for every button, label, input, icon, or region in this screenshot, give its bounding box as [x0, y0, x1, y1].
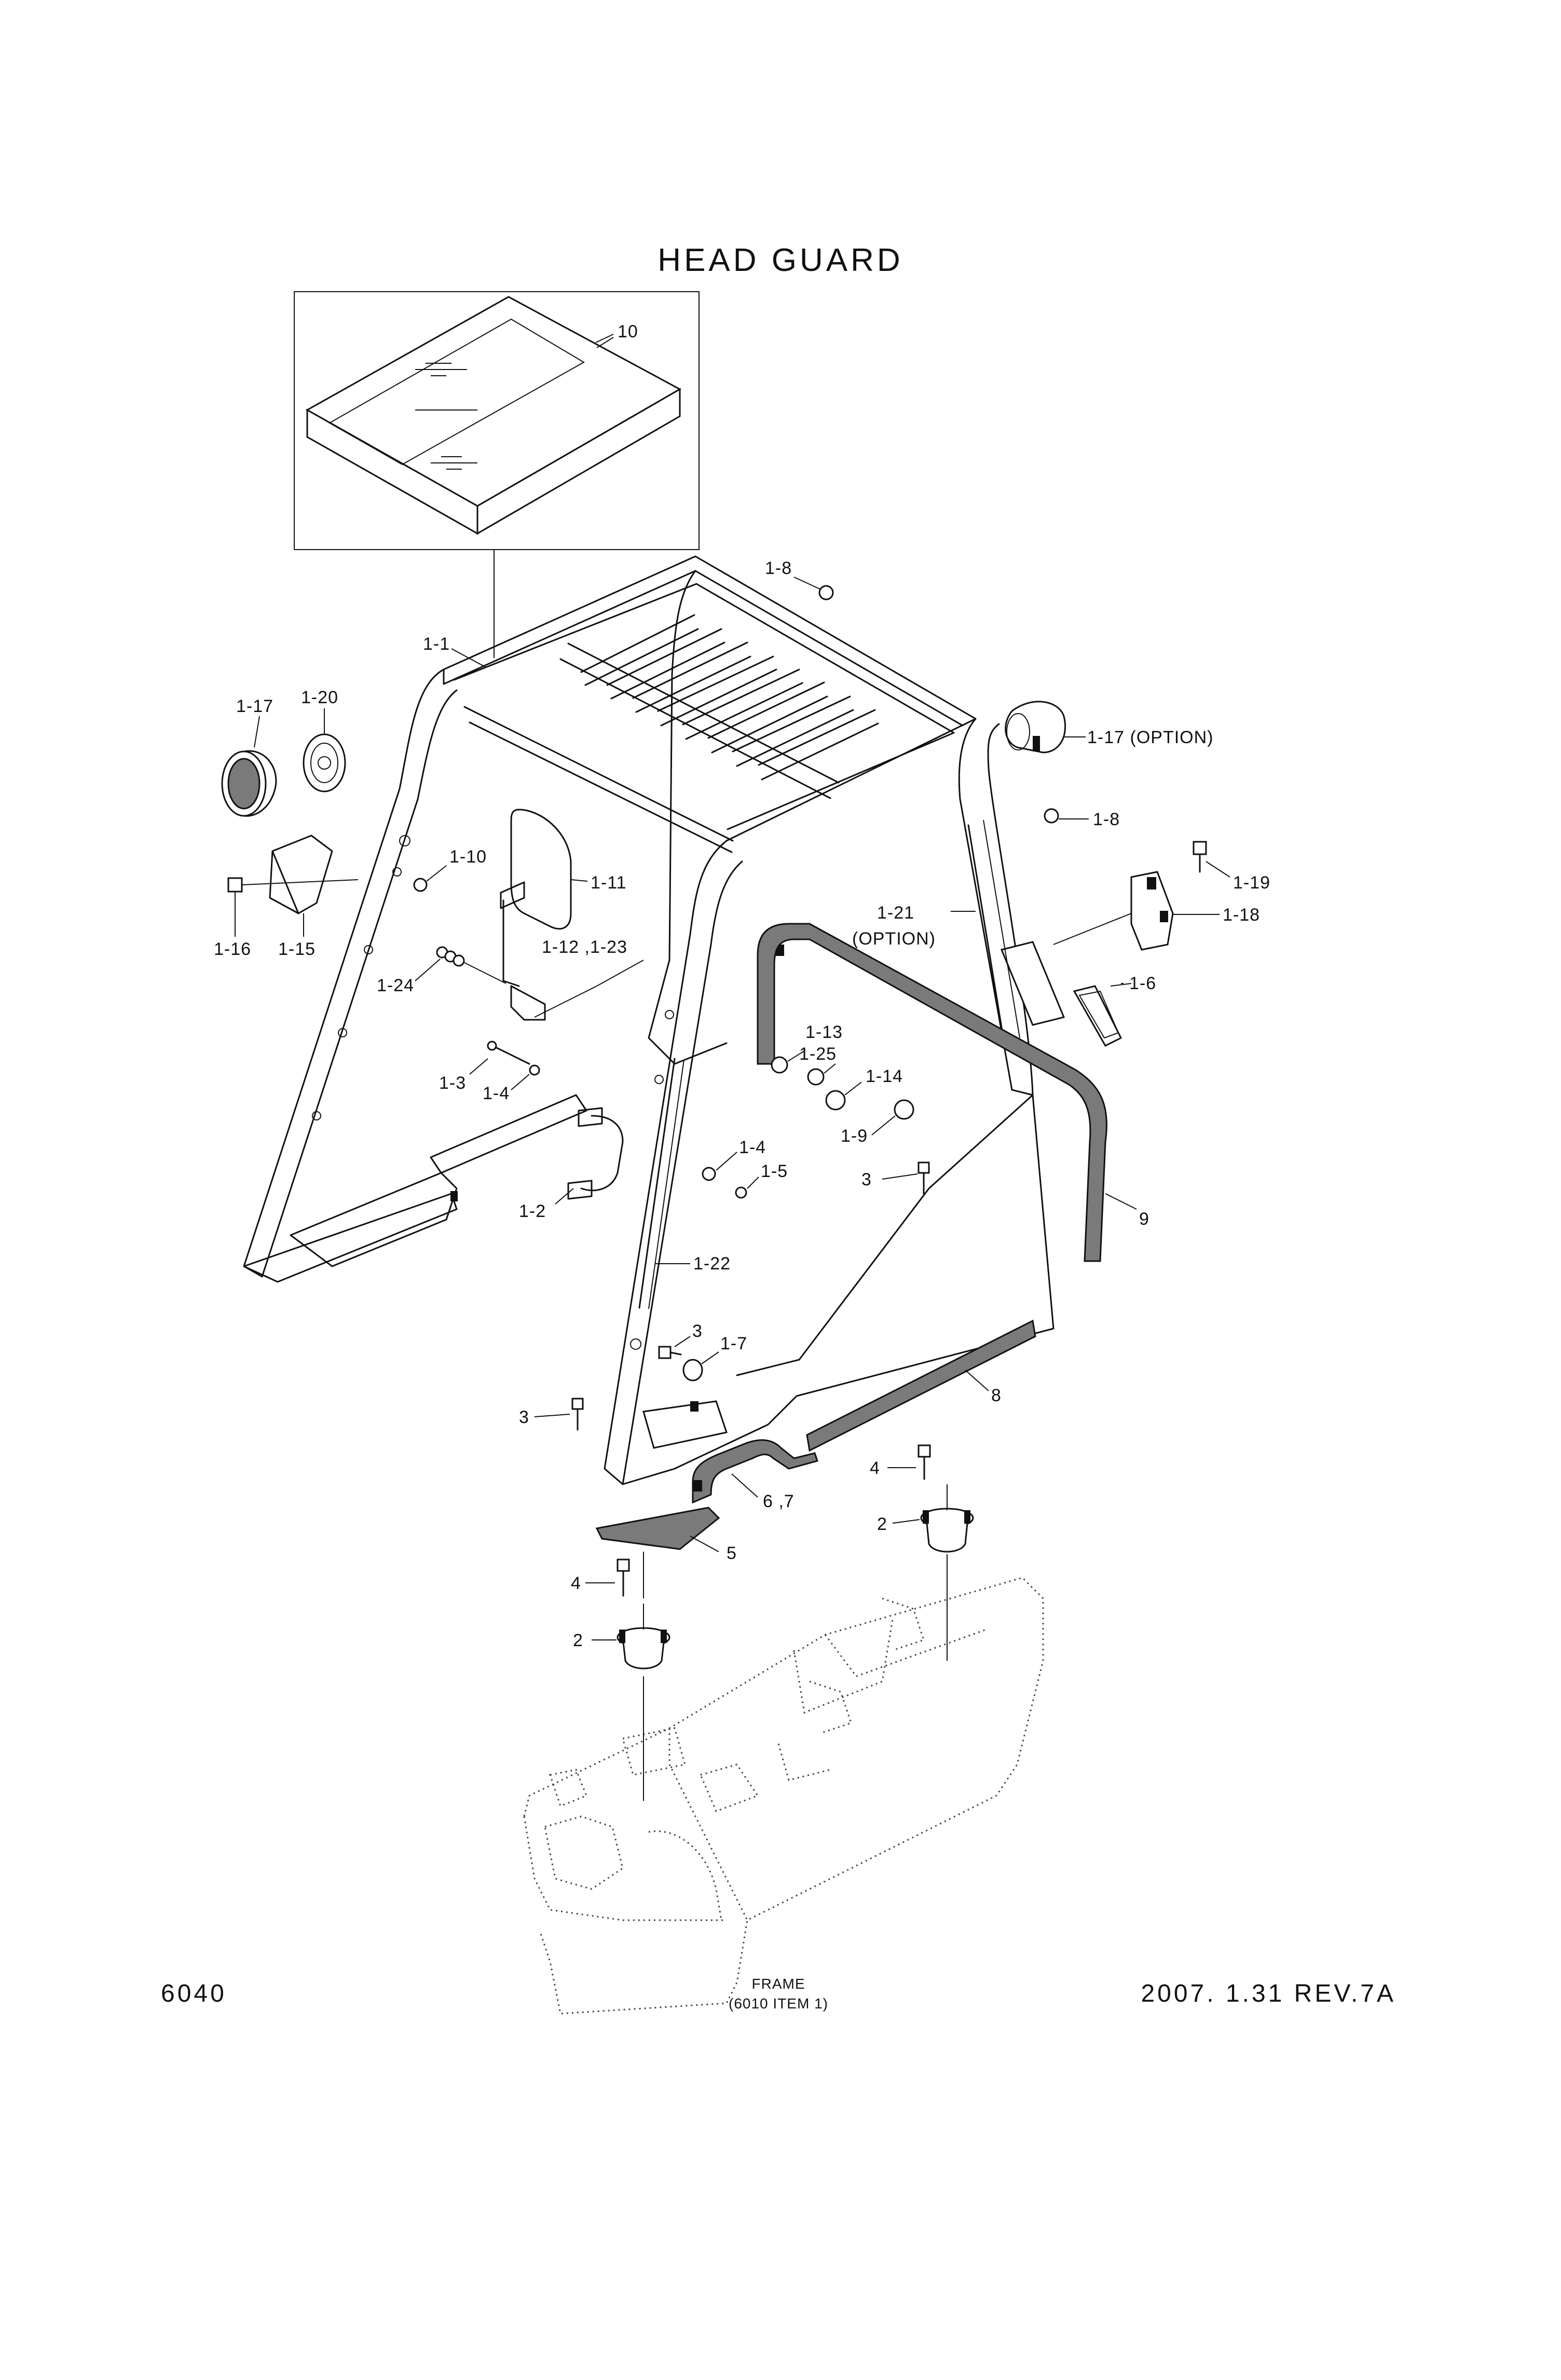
callout-1-7-label: 1-7 — [720, 1334, 747, 1353]
part-6-7-floor-strip: 6 ,7 — [692, 1439, 818, 1511]
callout-1-6-label: 1-6 — [1129, 974, 1156, 993]
callout-1-20-label: 1-20 — [301, 688, 338, 707]
revision-stamp: 2007. 1.31 REV.7A — [1141, 1980, 1396, 2007]
callout-1-14-label: 1-14 — [866, 1066, 903, 1086]
part-1-15-lamp-bracket: 1-15 — [269, 835, 333, 959]
callout-1-21-option-label: (OPTION) — [852, 929, 936, 949]
callout-1-8-right-label: 1-8 — [1093, 810, 1120, 829]
callout-3-right-label: 3 — [861, 1170, 872, 1189]
part-3-left-bolt: 3 — [519, 1398, 584, 1431]
callout-1-4-left-label: 1-4 — [483, 1084, 510, 1103]
part-1-4-left-washer: 1-4 — [483, 1064, 540, 1103]
part-4-right-bolt: 4 — [870, 1444, 931, 1480]
part-8-step-strip: 8 — [806, 1319, 1036, 1452]
callout-4-right-label: 4 — [870, 1458, 880, 1478]
callout-1-21-label: 1-21 — [877, 903, 914, 923]
callout-1-24-label: 1-24 — [377, 976, 414, 995]
frame-reference: (6010 ITEM 1) — [729, 1995, 828, 2012]
callout-1-11-label: 1-11 — [591, 873, 627, 893]
callout-1-2-label: 1-2 — [519, 1201, 546, 1221]
part-1-8-top-grommet: 1-8 — [765, 558, 834, 600]
part-1-9-cap: 1-9 — [841, 1099, 914, 1146]
callout-1-25-label: 1-25 — [799, 1044, 837, 1064]
callout-1-13-label: 1-13 — [805, 1022, 843, 1042]
callout-1-1: 1-1 — [423, 634, 486, 667]
part-1-18-interior-light: 1-18 — [1053, 871, 1260, 951]
callout-1-17-option-label: 1-17 (OPTION) — [1087, 728, 1213, 747]
part-1-4-mid-washer: 1-4 — [702, 1138, 766, 1181]
callout-1-8-top-label: 1-8 — [765, 558, 792, 578]
page-title: HEAD GUARD — [658, 242, 903, 278]
callout-8-label: 8 — [991, 1386, 1002, 1405]
part-3-right-bolt: 3 — [861, 1161, 930, 1195]
part-1-14-cap: 1-14 — [825, 1066, 903, 1111]
part-1-25-washer: 1-25 — [799, 1044, 837, 1086]
part-1-1-head-guard-frame — [243, 555, 1055, 1485]
callout-1-1-label: 1-1 — [423, 634, 450, 654]
part-1-5-nut: 1-5 — [735, 1161, 788, 1199]
part-1-6-cover: 1-6 — [1000, 941, 1156, 1047]
part-1-11-rear-view-mirror: 1-11 — [500, 809, 627, 987]
callout-1-15-label: 1-15 — [278, 939, 316, 959]
callout-2-right-label: 2 — [877, 1514, 887, 1534]
part-1-22-strip: 1-22 — [638, 1058, 731, 1309]
part-4-left-bolt: 4 — [571, 1558, 630, 1597]
callout-9-label: 9 — [1139, 1209, 1149, 1229]
part-9-weather-strip: 9 — [757, 923, 1149, 1262]
part-1-16-bolt: 1-16 — [214, 877, 359, 959]
part-1-8-right-grommet: 1-8 — [1044, 808, 1120, 829]
part-3-mid-bolt: 3 — [658, 1321, 703, 1359]
callout-10-label: 10 — [618, 322, 638, 341]
callout-5-label: 5 — [727, 1543, 737, 1563]
part-5-floor-plate: 5 — [595, 1507, 737, 1563]
callout-1-22-label: 1-22 — [693, 1254, 731, 1274]
part-1-7-grommet: 1-7 — [682, 1334, 747, 1382]
callout-1-18-label: 1-18 — [1223, 905, 1260, 925]
part-2-right-rubber-mount: 2 — [877, 1484, 974, 1575]
part-1-13-washer: 1-13 — [771, 1022, 843, 1074]
part-1-2-grab-handle: 1-2 — [519, 1107, 624, 1221]
part-1-17-left-work-lamp: 1-17 — [221, 696, 277, 817]
part-1-21-option-wire: 1-21 (OPTION) — [852, 819, 1020, 1044]
part-1-3-rod: 1-3 — [439, 1041, 530, 1093]
chassis-frame-outline — [523, 1575, 1044, 2015]
part-1-10-washer: 1-10 — [413, 847, 487, 892]
callout-6-7-label: 6 ,7 — [763, 1492, 795, 1511]
callout-1-4-mid-label: 1-4 — [739, 1138, 766, 1157]
part-1-12-1-23-mirror-bracket: 1-12 ,1-23 — [510, 937, 644, 1021]
frame-label: FRAME — [752, 1976, 805, 1992]
callout-10: 10 — [596, 322, 638, 348]
callout-1-17-left-label: 1-17 — [236, 696, 273, 716]
callout-1-9-label: 1-9 — [841, 1126, 868, 1146]
callout-2-left-label: 2 — [573, 1631, 583, 1650]
callout-3-mid-label: 3 — [692, 1321, 703, 1341]
callout-1-10-label: 1-10 — [449, 847, 487, 867]
part-1-20-work-lamp-alt: 1-20 — [301, 688, 346, 792]
part-10-manual-box — [294, 291, 700, 658]
callout-1-16-label: 1-16 — [214, 939, 251, 959]
callout-1-19-label: 1-19 — [1233, 873, 1270, 893]
callout-1-12-1-23-label: 1-12 ,1-23 — [542, 937, 627, 957]
part-1-17-option-work-lamp: 1-17 (OPTION) — [1005, 701, 1213, 754]
part-1-24-bolt-set: 1-24 — [377, 946, 506, 995]
callout-3-left-label: 3 — [519, 1407, 529, 1427]
page-number: 6040 — [161, 1980, 227, 2007]
callout-4-left-label: 4 — [571, 1574, 581, 1593]
part-2-left-rubber-mount: 2 — [573, 1552, 670, 1670]
part-1-19-screw: 1-19 — [1193, 841, 1270, 893]
callout-1-5-label: 1-5 — [761, 1161, 788, 1181]
callout-1-3-label: 1-3 — [439, 1073, 466, 1093]
